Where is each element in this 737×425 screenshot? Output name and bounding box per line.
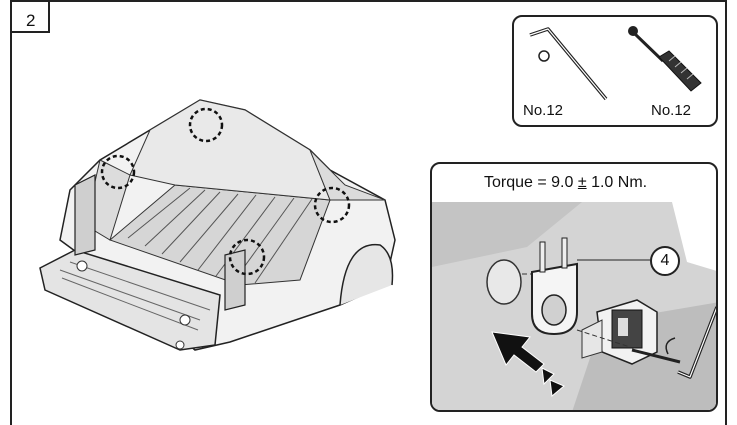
hex-key-icon <box>529 27 608 101</box>
torque-suffix: 1.0 Nm. <box>586 174 648 191</box>
screwdriver-label: No.12 <box>651 102 692 119</box>
tools-panel: No.12 No.12 <box>512 15 718 127</box>
step-number-box: 2 <box>12 2 50 33</box>
instruction-frame <box>10 0 727 425</box>
part-callout: 4 <box>650 246 680 276</box>
hex-key-label: No.12 <box>523 102 564 119</box>
torque-spec: Torque = 9.0 ± 1.0 Nm. <box>484 174 647 192</box>
detail-panel: Torque = 9.0 ± 1.0 Nm. <box>430 162 718 412</box>
bracket-detail-illustration <box>432 202 716 410</box>
screwdriver-icon <box>628 26 702 92</box>
step-number: 2 <box>26 11 36 30</box>
torque-prefix: Torque = 9.0 <box>484 174 578 191</box>
torque-plus-minus: ± <box>577 174 587 191</box>
